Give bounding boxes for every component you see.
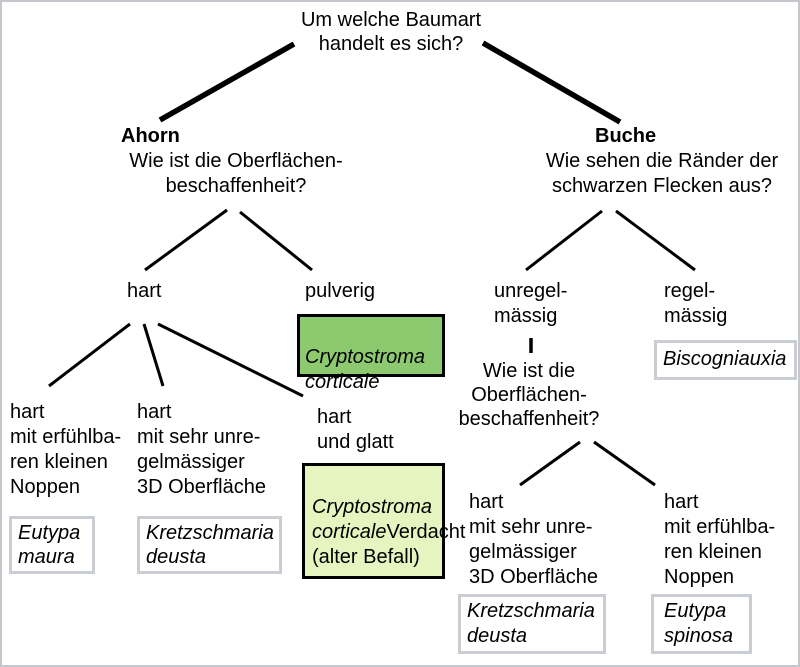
ahorn-question: Wie ist die Oberflächen- beschaffenheit? — [129, 150, 343, 197]
leaf-buche-noppen: hart mit erfühlba- ren kleinen Noppen — [664, 491, 776, 588]
edge-root-ahorn — [158, 41, 296, 123]
leaf-hart-noppen: hart mit erfühlba- ren kleinen Noppen — [10, 401, 122, 498]
result-kretzschmaria-deusta-ahorn: Kretzschmaria deusta — [137, 516, 282, 574]
label-unregelmaessig: unregel- mässig — [494, 280, 568, 327]
result-cryptostroma-verdacht: Cryptostroma corticaleVerdacht (alter Be… — [302, 463, 465, 579]
label-regelmaessig: regel- mässig — [664, 280, 728, 327]
result-kretzschmaria-deusta-buche: Kretzschmaria deusta — [458, 594, 606, 654]
leaf-hart-glatt: hart und glatt — [317, 406, 394, 453]
edge-ahorn-pulverig — [239, 210, 313, 272]
root-question: Um welche Baumart handelt es sich? — [300, 9, 482, 55]
edge-root-buche — [481, 40, 622, 125]
label-hart: hart — [127, 280, 162, 302]
edge-buche-unregelmaessig — [525, 209, 603, 272]
leaf-buche-uneben: hart mit sehr unre- gelmässiger 3D Oberf… — [469, 491, 598, 588]
ahorn-title: Ahorn — [121, 125, 180, 147]
edge-buche-regelmaessig — [615, 209, 696, 272]
question-oberflaeche-buche: Wie ist die Oberflächen- beschaffenheit? — [458, 360, 600, 430]
result-cryptostroma-corticale: Cryptostroma corticale — [297, 314, 445, 393]
result-note: Verdacht (alter Befall) — [312, 521, 466, 568]
edge-question2-uneben — [519, 440, 581, 487]
buche-title: Buche — [595, 125, 657, 147]
leaf-hart-uneben: hart mit sehr unre- gelmässiger 3D Oberf… — [137, 401, 266, 498]
edge-hart-noppen — [48, 322, 131, 388]
result-eutypa-spinosa: Eutypa spinosa — [651, 594, 752, 654]
edge-question2-noppen — [593, 440, 656, 487]
species-name: Cryptostroma corticale — [305, 346, 426, 393]
edge-ahorn-hart — [144, 208, 228, 272]
label-pulverig: pulverig — [305, 280, 376, 302]
edge-hart-glatt — [157, 322, 304, 398]
result-biscogniauxia: Biscogniauxia — [654, 340, 797, 380]
species-name: Cryptostroma corticale — [312, 496, 433, 543]
buche-question: Wie sehen die Ränder der schwarzen Fleck… — [545, 150, 779, 197]
edge-hart-uneben — [142, 323, 165, 387]
result-eutypa-maura: Eutypa maura — [9, 516, 95, 574]
